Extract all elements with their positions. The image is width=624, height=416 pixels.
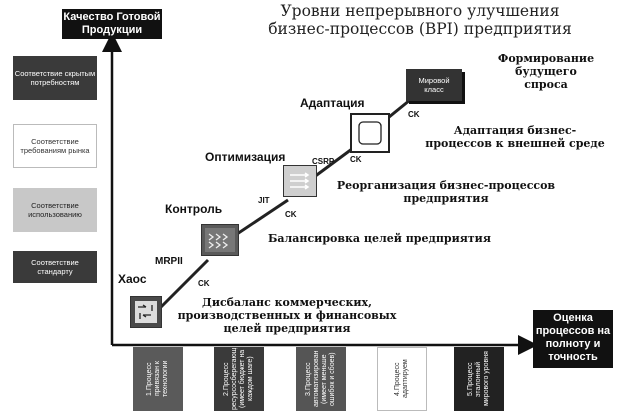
optimization-icon bbox=[283, 165, 317, 197]
page-title: Уровни непрерывного улучшения бизнес-про… bbox=[215, 2, 624, 38]
tag-ck-2: CK bbox=[285, 210, 297, 219]
tag-ck-1: CK bbox=[198, 279, 210, 288]
tag-ck-4: CK bbox=[408, 110, 420, 119]
adaptation-icon bbox=[350, 113, 390, 153]
stage-adaptation: Адаптация bbox=[300, 96, 365, 110]
tag-jit: JIT bbox=[258, 196, 270, 205]
stage-optimization: Оптимизация bbox=[205, 150, 286, 164]
stage-control: Контроль bbox=[165, 202, 223, 216]
x-col-1: 1.Процесс привязан к технологии bbox=[133, 347, 183, 411]
y-level-standard: Соответствие стандарту bbox=[13, 251, 97, 283]
world-class-box: Мировой класс bbox=[406, 69, 462, 101]
x-col-2: 2.Процесс ресурсосберегающий (имеет бюдж… bbox=[214, 347, 264, 411]
control-icon bbox=[201, 224, 239, 256]
x-col-5: 5.Процесс эталонный мирового уровня bbox=[454, 347, 504, 411]
tag-ck-3: CK bbox=[350, 155, 362, 164]
tag-mrpii: MRPII bbox=[155, 256, 183, 267]
x-col-3: 3.Процесс автоматизирован (имеет меньше … bbox=[296, 347, 346, 411]
y-axis-label: Качество Готовой Продукции bbox=[62, 9, 162, 39]
y-level-market-requirements: Соответствие требованиям рынка bbox=[13, 124, 97, 168]
x-axis-label: Оценка процессов на полноту и точность bbox=[533, 310, 613, 368]
title-line-1: Уровни непрерывного улучшения bbox=[280, 2, 560, 20]
desc-control: Балансировка целей предприятия bbox=[268, 232, 491, 245]
chaos-icon bbox=[130, 296, 162, 328]
desc-future: Формирование будущего спроса bbox=[497, 52, 595, 91]
y-level-hidden-needs: Соответствие скрытым потребностям bbox=[13, 56, 97, 100]
desc-adaptation: Адаптация бизнес- процессов к внешней ср… bbox=[425, 124, 605, 150]
x-col-4: 4.Процесс адаптируем bbox=[377, 347, 427, 411]
desc-chaos: Дисбаланс коммерческих, производственных… bbox=[177, 296, 397, 335]
y-level-usage: Соответствие использованию bbox=[13, 188, 97, 232]
desc-optimization: Реорганизация бизнес-процессов предприят… bbox=[336, 179, 556, 205]
stage-chaos: Хаос bbox=[118, 272, 147, 286]
title-line-2: бизнес-процессов (BPI) предприятия bbox=[268, 20, 572, 38]
tag-csrp: CSRP bbox=[312, 157, 335, 166]
